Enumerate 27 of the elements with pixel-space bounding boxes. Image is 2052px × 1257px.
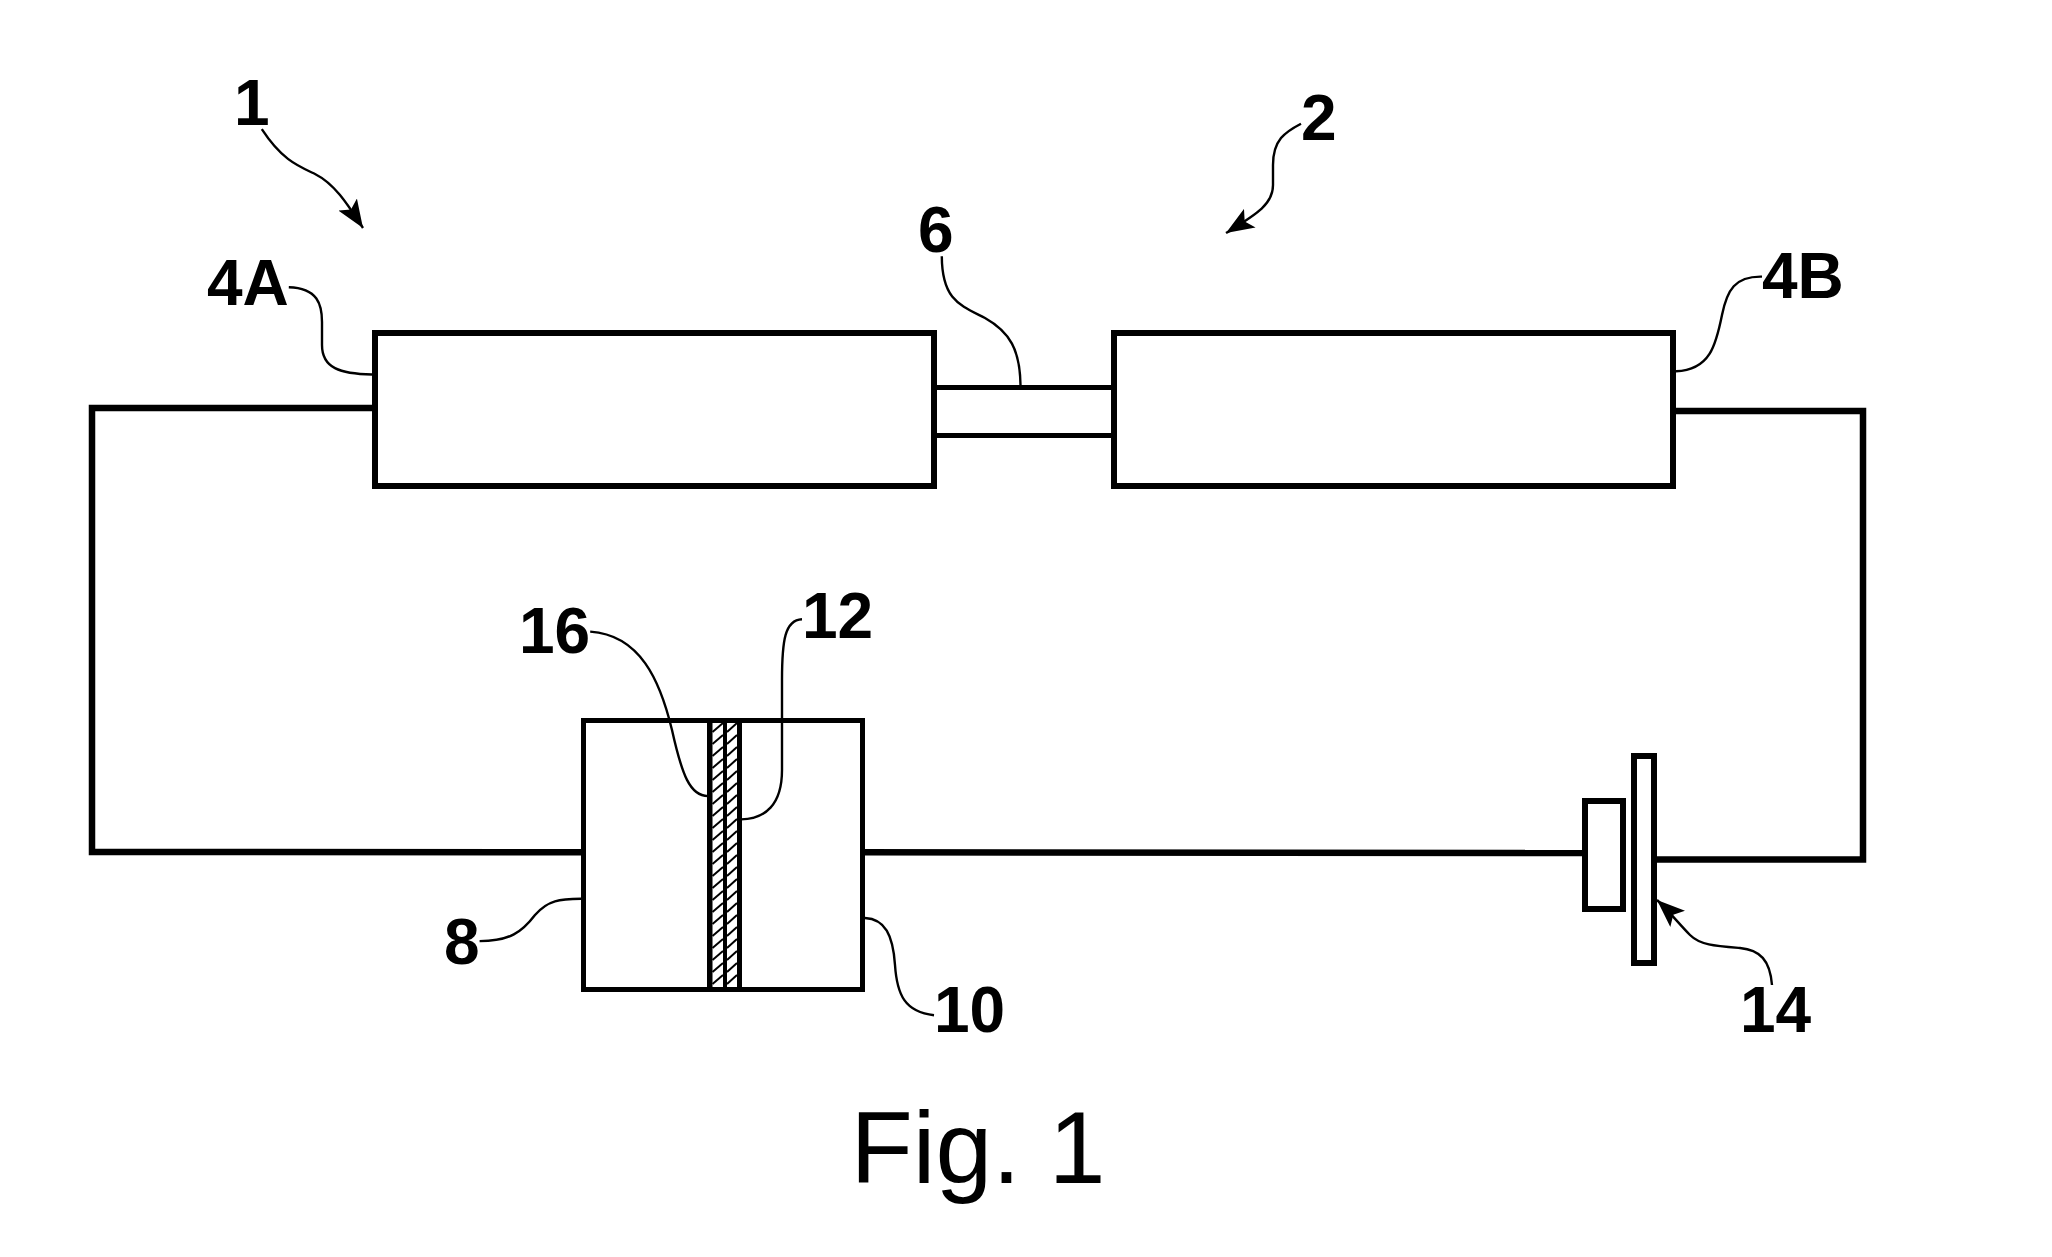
rectangular-unit — [372, 330, 937, 489]
leader-line — [1675, 275, 1763, 373]
callout-number: 10 — [934, 985, 1006, 1037]
callout-number: 14 — [1740, 985, 1812, 1037]
callout-number: 4A — [207, 258, 289, 310]
leader-line — [940, 256, 1022, 386]
callout-number: 2 — [1301, 93, 1337, 145]
leader-arrow — [1656, 899, 1774, 986]
leader-line — [479, 897, 581, 943]
callout-number: 4B — [1762, 251, 1844, 303]
connecting-tube — [937, 385, 1111, 438]
callout-number: 1 — [234, 78, 270, 130]
leader-arrow — [1225, 122, 1302, 235]
callout-number: 6 — [918, 205, 954, 257]
leader-arrow — [260, 128, 364, 229]
figure-caption: Fig. 1 — [850, 1090, 1106, 1207]
rectangular-unit — [1111, 330, 1676, 489]
leader-line — [740, 618, 803, 821]
block-and-plate-symbol — [1582, 753, 1657, 966]
callout-number: 8 — [444, 917, 480, 969]
wire — [865, 849, 1582, 857]
leader-line — [864, 916, 935, 1017]
callout-number: 12 — [802, 591, 874, 643]
callout-number: 16 — [519, 606, 591, 658]
leader-line — [288, 286, 373, 376]
wire — [88, 404, 581, 856]
leader-line — [590, 630, 709, 798]
